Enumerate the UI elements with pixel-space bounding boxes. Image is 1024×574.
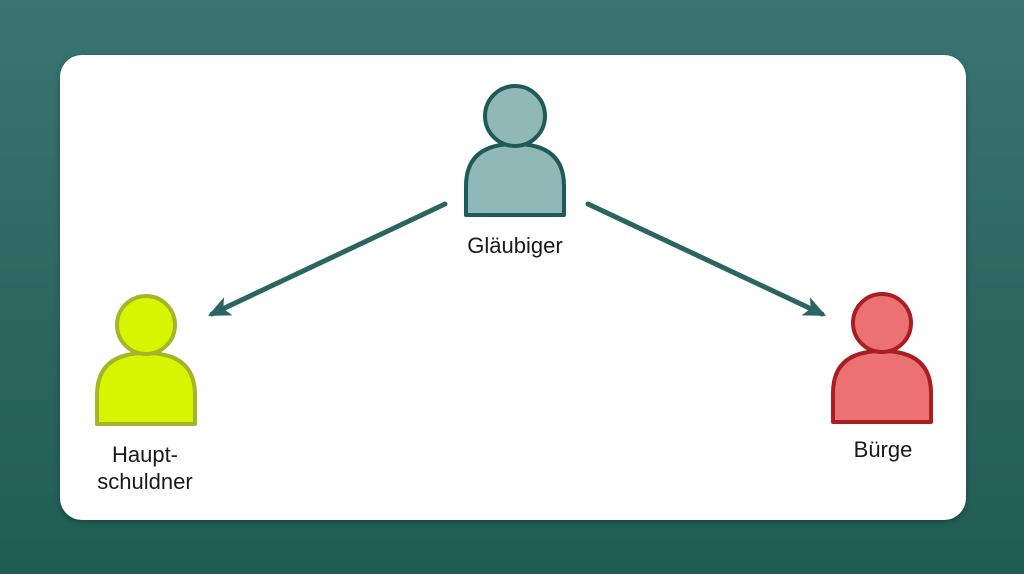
guarantor-person-icon [831, 292, 933, 424]
arrow-creditor-to-guarantor [585, 201, 827, 317]
debtor-person-icon [95, 294, 197, 426]
guarantor-label: Bürge [853, 437, 913, 462]
creditor-person-icon [464, 84, 566, 217]
debtor-label: Haupt- schuldner [97, 442, 193, 494]
creditor-label: Gläubiger [467, 233, 563, 258]
arrow-creditor-to-debtor [207, 201, 448, 317]
